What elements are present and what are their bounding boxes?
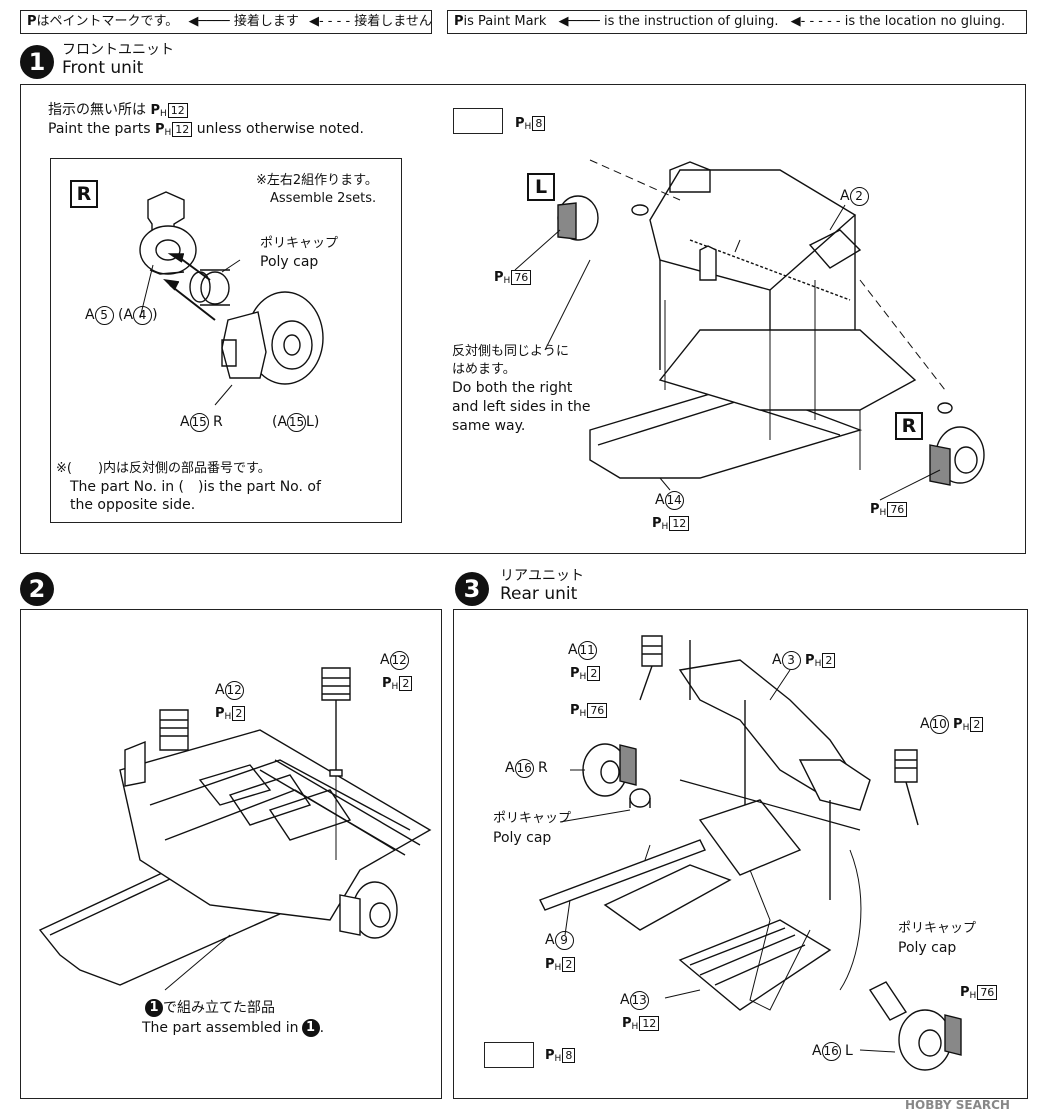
- step-2-number: 2: [20, 572, 54, 606]
- rear-hub-right-drawing: [582, 743, 637, 797]
- rear-frame-drawing: [678, 640, 871, 900]
- watermark: HOBBY SEARCH: [905, 1098, 1010, 1112]
- noglue-arrow-icon: ◀- - - - -: [790, 14, 841, 29]
- shock-left-drawing: [159, 709, 189, 751]
- legend-jp: Pはペイントマークです。 ◀──── 接着します ◀- - - - 接着しません: [20, 10, 432, 34]
- rear-axle-drawing: [539, 779, 861, 911]
- chassis-assembly-drawing: [38, 729, 432, 986]
- glue-arrow-icon: ◀────: [188, 14, 230, 29]
- color-swatch: [453, 108, 503, 134]
- assemble-note-jp: ※左右2組作ります。: [256, 173, 378, 188]
- left-hub-drawing: [557, 195, 649, 241]
- polycap-label-en-4: Poly cap: [898, 940, 957, 956]
- footnote-en-1: The part No. in ( )is the part No. of: [70, 479, 321, 495]
- rear-floor-drawing: [603, 864, 832, 1011]
- polycap-label-jp-3: ポリキャップ: [493, 811, 572, 826]
- rear-polycap-drawing: [629, 788, 651, 808]
- noglue-arrow-icon: ◀- - - -: [308, 14, 351, 29]
- side-label-l: L: [527, 173, 555, 201]
- legend-jp-noglue-text: 接着しません: [354, 14, 432, 29]
- footnote-jp: ※( )内は反対側の部品番号です。: [56, 461, 271, 476]
- rear-hub-left-drawing: [868, 981, 962, 1071]
- footnote-en-2: the opposite side.: [70, 497, 196, 513]
- rear-shock-right-drawing: [894, 749, 919, 826]
- glue-arrow-icon: ◀────: [558, 14, 600, 29]
- step-1-title-en: Front unit: [62, 58, 144, 78]
- legend-en-paint-text: is Paint Mark: [463, 14, 547, 29]
- inset-hub-assembly: [50, 158, 402, 523]
- step-1-panel: [20, 84, 1026, 554]
- assemble-note-en: Assemble 2sets.: [270, 191, 377, 206]
- rear-hub-step2-drawing: [124, 740, 398, 939]
- polycap-label-jp: ポリキャップ: [260, 236, 339, 251]
- both-sides-en-1: Do both the right: [452, 380, 573, 396]
- hub-drawing: [221, 291, 324, 385]
- paint-mark-symbol: P: [454, 14, 464, 29]
- side-label-r: R: [70, 180, 98, 208]
- legend-jp-paint-text: はペイントマークです。: [36, 14, 179, 29]
- legend-en: P is Paint Mark ◀──── is the instruction…: [447, 10, 1027, 34]
- step-2-panel: [20, 609, 442, 1099]
- both-sides-jp-1: 反対側も同じように: [452, 344, 570, 359]
- polycap-label-en: Poly cap: [260, 254, 319, 270]
- both-sides-jp-2: はめます。: [452, 362, 516, 377]
- both-sides-en-3: same way.: [452, 418, 526, 434]
- rear-shock-left-drawing: [639, 635, 663, 701]
- step-1-title-jp: フロントユニット: [62, 42, 174, 58]
- step-3-panel: [453, 609, 1028, 1099]
- step-3-title-en: Rear unit: [500, 584, 578, 604]
- right-hub-drawing: [929, 402, 985, 486]
- legend-jp-glue-text: 接着します: [233, 14, 299, 29]
- both-sides-en-2: and left sides in the: [452, 399, 591, 415]
- shock-right-drawing: [321, 667, 351, 777]
- knuckle-part-drawing: [139, 191, 197, 275]
- front-chassis-drawing: [589, 161, 917, 479]
- polycap-drawing: [189, 269, 230, 306]
- side-label-r-right: R: [895, 412, 923, 440]
- default-paint-number: 12: [167, 103, 188, 118]
- step-3-number: 3: [455, 572, 489, 606]
- step-3-title-jp: リアユニット: [500, 568, 584, 584]
- color-swatch-3: [484, 1042, 534, 1068]
- paint-mark-symbol: P: [27, 14, 37, 29]
- step-1-number: 1: [20, 45, 54, 79]
- legend-en-glue-text: is the instruction of gluing.: [604, 14, 779, 29]
- polycap-label-en-3: Poly cap: [493, 830, 552, 846]
- polycap-label-jp-4: ポリキャップ: [898, 921, 977, 936]
- legend-en-noglue-text: is the location no gluing.: [844, 14, 1006, 29]
